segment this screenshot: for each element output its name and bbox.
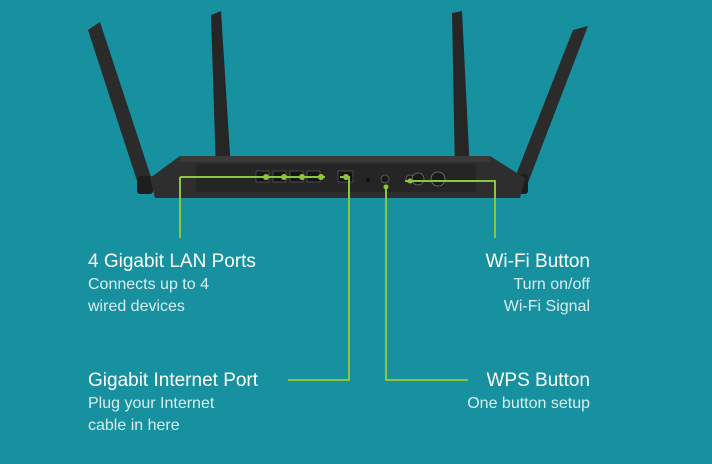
antenna-far-left — [88, 22, 152, 190]
wifi-callout-line — [405, 180, 496, 238]
internet-port-title: Gigabit Internet Port — [88, 370, 259, 391]
wps-dot — [383, 184, 389, 190]
lan-dot-1 — [263, 174, 269, 180]
lan-ports-desc-line1: Connects up to 4 — [88, 276, 209, 293]
antenna-far-right — [514, 26, 588, 188]
antenna-right — [452, 11, 470, 172]
antenna-left — [211, 11, 231, 172]
wps-button-callout: WPS Button One button setup — [380, 369, 590, 415]
wifi-button-callout: Wi-Fi Button Turn on/off Wi-Fi Signal — [380, 250, 590, 318]
reset-hole — [366, 178, 370, 182]
internet-port-desc-line2: cable in here — [88, 417, 180, 434]
lan-dot-3 — [299, 174, 305, 180]
wps-callout-line — [385, 186, 468, 381]
internet-port-callout: Gigabit Internet Port Plug your Internet… — [88, 369, 348, 437]
wifi-button-desc-line2: Wi-Fi Signal — [503, 298, 590, 315]
lan-dot-4 — [318, 174, 324, 180]
power-jack — [411, 172, 425, 186]
antenna-hinge-far-left — [137, 176, 153, 194]
wifi-button-desc-line1: Turn on/off — [513, 276, 591, 293]
lan-ports-callout: 4 Gigabit LAN Ports Connects up to 4 wir… — [88, 250, 348, 318]
callout-dots — [263, 174, 413, 190]
wifi-dot — [407, 178, 413, 184]
internet-dot — [343, 174, 349, 180]
internet-port-desc-line1: Plug your Internet — [88, 395, 215, 412]
lan-dot-2 — [281, 174, 287, 180]
wps-button-desc-line1: One button setup — [467, 395, 590, 412]
power-button — [430, 171, 446, 187]
lan-ports-desc-line2: wired devices — [88, 298, 185, 315]
antennas — [88, 11, 588, 194]
wifi-button-title: Wi-Fi Button — [485, 251, 590, 272]
wps-button — [380, 174, 390, 184]
wps-button-title: WPS Button — [486, 370, 591, 391]
lan-ports-title: 4 Gigabit LAN Ports — [88, 251, 256, 272]
router-body — [150, 156, 525, 198]
